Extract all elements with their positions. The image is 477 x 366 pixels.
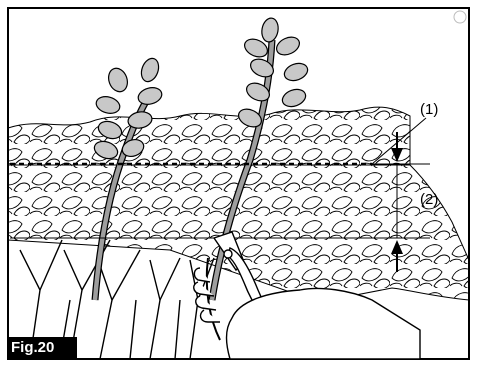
callout-2-label: (2) xyxy=(420,191,438,208)
registered-mark-icon xyxy=(454,11,466,23)
callout-1-label: (1) xyxy=(420,101,438,118)
hedge-top xyxy=(8,107,410,165)
figure-number-tag: Fig.20 xyxy=(7,337,77,359)
